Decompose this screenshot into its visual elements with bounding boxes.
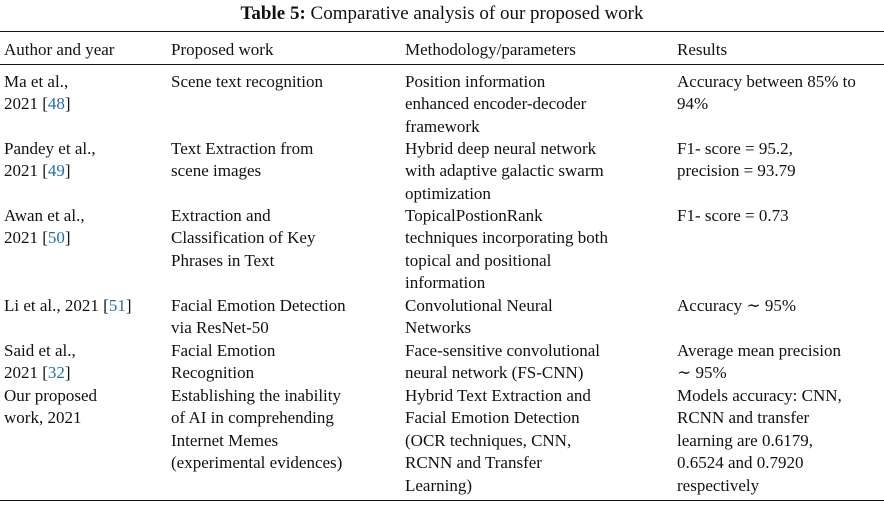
row-0-result: Accuracy between 85% to 94%: [677, 72, 856, 114]
table-bottom-rule: [0, 500, 884, 501]
row-4-work: Facial Emotion Recognition: [171, 341, 276, 383]
row-4-author: Said et al., 2021 [32]: [4, 340, 162, 385]
row-4-method: Face-sensitive convolutional neural netw…: [405, 341, 600, 383]
header-results: Results: [677, 40, 728, 59]
row-2-author: Awan et al., 2021 [50]: [4, 205, 162, 250]
citation-link[interactable]: 49: [47, 161, 65, 181]
row-1-method: Hybrid deep neural network with adaptive…: [405, 139, 604, 203]
citation-link[interactable]: 48: [47, 94, 65, 114]
author-bracket: ]: [64, 161, 71, 181]
row-3-method: Convolutional Neural Networks: [405, 296, 553, 338]
citation-link[interactable]: 50: [47, 228, 65, 248]
row-3-work: Facial Emotion Detection via ResNet-50: [171, 296, 346, 338]
row-5-work: Establishing the inability of AI in comp…: [171, 386, 343, 473]
author-bracket: ]: [64, 363, 71, 383]
row-5-result: Models accuracy: CNN, RCNN and transfer …: [677, 386, 842, 495]
row-2-work: Extraction and Classification of Key Phr…: [171, 206, 316, 270]
author-bracket: ]: [125, 296, 132, 315]
author-text: Pandey et al., 2021 [: [4, 139, 96, 181]
author-text: Said et al., 2021 [: [4, 341, 76, 383]
table-caption: Table 5: Comparative analysis of our pro…: [0, 3, 884, 25]
row-2-method: TopicalPostionRank techniques incorporat…: [405, 206, 609, 293]
author-text: Ma et al., 2021 [: [4, 72, 69, 114]
row-1-result: F1- score = 95.2, precision = 93.79: [677, 139, 796, 181]
row-1-work: Text Extraction from scene images: [171, 139, 314, 181]
row-1-author: Pandey et al., 2021 [49]: [4, 138, 162, 183]
row-5-method: Hybrid Text Extraction and Facial Emotio…: [405, 386, 591, 495]
table-top-rule: [0, 31, 884, 32]
author-text: Awan et al., 2021 [: [4, 206, 85, 248]
row-3-author: Li et al., 2021 [51]: [4, 295, 162, 317]
citation-link[interactable]: 32: [47, 363, 65, 383]
row-2-result: F1- score = 0.73: [677, 206, 789, 225]
citation-link[interactable]: 51: [108, 296, 126, 315]
author-text: Our proposed work, 2021: [4, 386, 98, 428]
row-5-author: Our proposed work, 2021: [4, 385, 162, 430]
table-caption-label: Table 5:: [240, 3, 306, 24]
row-4-result: Average mean precision ∼ 95%: [677, 341, 841, 383]
table-caption-text: Comparative analysis of our proposed wor…: [305, 3, 644, 24]
header-proposed-work: Proposed work: [171, 40, 274, 59]
row-0-author: Ma et al., 2021 [48]: [4, 71, 162, 116]
row-3-result: Accuracy ∼ 95%: [677, 296, 797, 315]
author-bracket: ]: [64, 94, 71, 114]
author-text: Li et al., 2021 [: [4, 296, 109, 315]
row-0-work: Scene text recognition: [171, 72, 324, 91]
author-bracket: ]: [64, 228, 71, 248]
header-methodology: Methodology/parameters: [405, 40, 576, 59]
row-0-method: Position information enhanced encoder-de…: [405, 72, 587, 136]
table-header-rule: [0, 64, 884, 65]
header-author-year: Author and year: [4, 40, 115, 59]
